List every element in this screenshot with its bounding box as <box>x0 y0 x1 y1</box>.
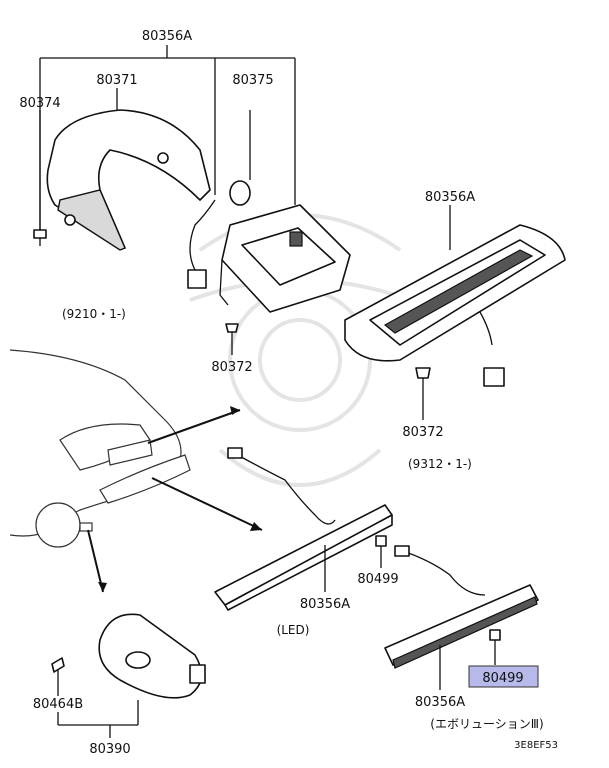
clip-80372-left <box>225 323 239 355</box>
label-evo-note: (エボリューションⅢ) <box>430 717 543 731</box>
label-screw-bottom: 80464B <box>33 697 83 712</box>
label-top-group: 80356A <box>142 29 192 44</box>
label-led-note: (LED) <box>277 623 310 637</box>
label-side-lamp: 80390 <box>89 742 130 757</box>
lamp-80356A-right <box>344 205 566 387</box>
label-date-late: (9312・1-) <box>408 457 472 471</box>
screw-80374 <box>33 110 47 246</box>
lamp-80356A-evo <box>384 545 539 690</box>
callout-arrows <box>87 406 263 593</box>
side-lamp-80390 <box>98 613 206 725</box>
screw-80464B <box>51 657 65 696</box>
bottom-bracket <box>57 712 138 738</box>
label-lamp-right: 80356A <box>425 190 475 205</box>
label-screw-left: 80374 <box>19 96 60 111</box>
label-lamp-evo: 80356A <box>415 695 465 710</box>
label-clip-a: 80372 <box>211 360 252 375</box>
label-bulb: 80375 <box>232 73 273 88</box>
nut-80499-evo <box>489 629 501 665</box>
car-rear-outline <box>9 349 191 548</box>
label-clip-b: 80372 <box>402 425 443 440</box>
lamp-housing-early <box>219 204 351 313</box>
figure-code: 3E8EF53 <box>514 740 558 751</box>
label-nut-a: 80499 <box>357 572 398 587</box>
label-lamp-led: 80356A <box>300 597 350 612</box>
label-date-early: (9210・1-) <box>62 307 126 321</box>
lamp-80356A-led <box>214 447 393 611</box>
bulb-80375 <box>187 110 251 289</box>
cover-80371 <box>46 88 211 251</box>
clip-80372-right <box>415 367 431 420</box>
label-nut-b: 80499 <box>482 671 523 686</box>
highlight-box <box>468 665 539 688</box>
label-cover: 80371 <box>96 73 137 88</box>
nut-80499-led <box>375 535 387 568</box>
